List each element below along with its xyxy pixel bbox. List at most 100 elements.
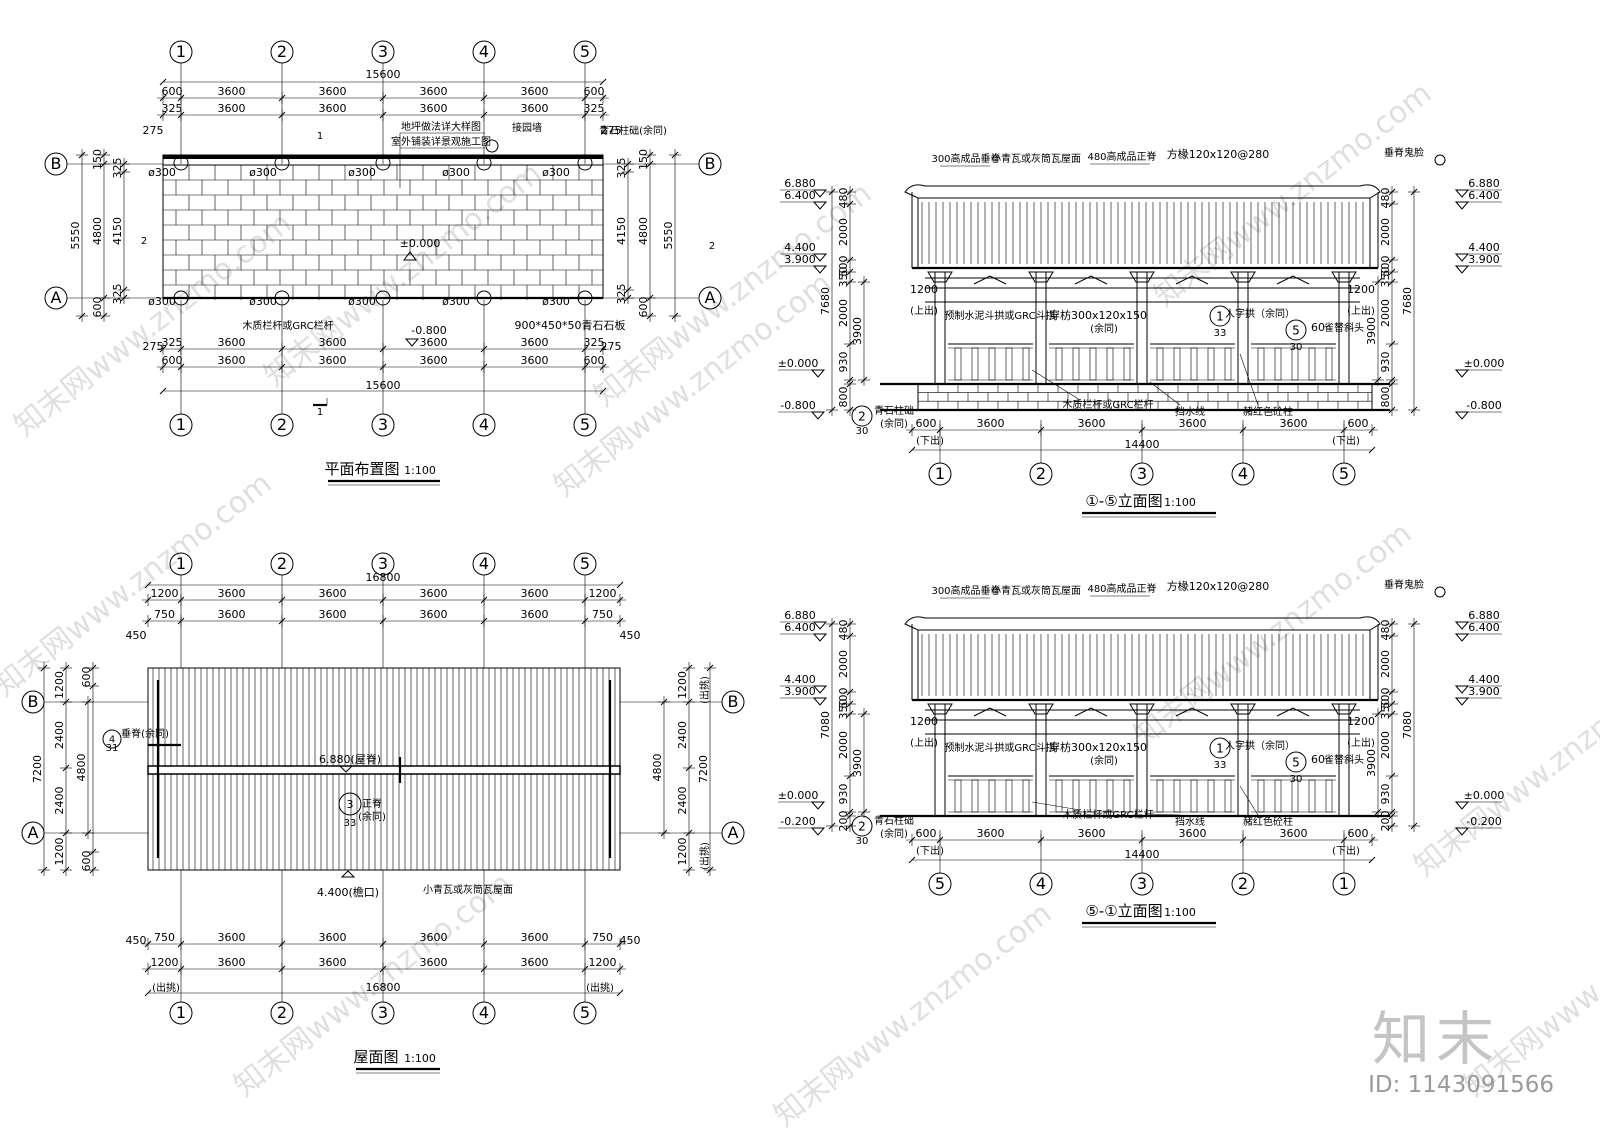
- elev1-baluster: [1257, 347, 1265, 381]
- roof-ridge-level-symbol: [338, 765, 354, 773]
- elev2-level-beam-symbol: [812, 697, 828, 706]
- plan-column-b: [173, 155, 189, 171]
- elev1-level-0: ±0.000: [778, 357, 819, 370]
- elev2-note-ghost: 垂脊鬼脸: [1384, 578, 1424, 591]
- elev2-note-stone-same: (余同): [880, 827, 908, 840]
- roof-note-tile: 小青瓦或灰筒瓦屋面: [423, 883, 513, 896]
- elev2-roof-face: [917, 629, 1371, 701]
- dim-tick: [159, 387, 167, 395]
- elev1-baluster: [1224, 347, 1232, 381]
- plan-edge-right: 275: [601, 124, 622, 137]
- elev2-column: [1136, 703, 1148, 817]
- plan-row-B-right: B: [705, 154, 716, 173]
- plan-axis-bottom-1: 1: [176, 415, 186, 434]
- plan-title: 平面布置图: [324, 460, 399, 478]
- elev2-level-eave-r-symbol: [1454, 685, 1470, 694]
- roof-row-B-left: B: [28, 692, 39, 711]
- roof-axis-top-4: 4: [479, 554, 489, 573]
- roof-bays2-bottom-label: 750: [154, 931, 175, 944]
- elev2-vdim-left-label: 930: [837, 784, 850, 805]
- elev2-callout-2-circle: [851, 815, 873, 837]
- roof-bays2-top-label: 3600: [420, 608, 448, 621]
- elev1-callout-2: 2: [858, 409, 866, 423]
- plan-column-a: [577, 290, 593, 306]
- elev1-vdim-right2-label: 7680: [1401, 287, 1414, 315]
- plan-axis-top-2: 2: [277, 42, 287, 61]
- elev2-baluster: [1325, 779, 1333, 813]
- plan-vdim-left-label: 150: [91, 149, 104, 170]
- plan-scale: 1:100: [404, 464, 436, 477]
- plan-bays-top-label: 600: [584, 85, 605, 98]
- elev1-column: [1237, 271, 1249, 385]
- elev1-note-bracket: 预制水泥斗拱或GRC斗拱: [944, 309, 1055, 322]
- roof-row-B-right: B: [728, 692, 739, 711]
- plan-col-dia-bottom: ø300: [442, 295, 470, 308]
- roof-vdim-left2-label: 7200: [31, 755, 44, 783]
- elev1-baluster: [1156, 347, 1164, 381]
- roof-vdim-left-label: 1200: [53, 671, 66, 699]
- elev2-vdim-right2-label: 7080: [1401, 711, 1414, 739]
- plan-total-bottom: 15600: [366, 379, 401, 392]
- elev1-note-column: 赭红色砼柱: [1243, 405, 1293, 418]
- elev2-callout-2-30: 30: [856, 836, 869, 847]
- dim-tick: [159, 78, 167, 86]
- elev1-level-low-symbol: [810, 411, 826, 420]
- plan-section-mark-left: 2: [141, 236, 147, 247]
- roof-axis-bottom-4: 4: [479, 1003, 489, 1022]
- plan-section-mark-top: 1: [317, 131, 323, 142]
- elev1-herringbone: [1074, 275, 1108, 285]
- elev2-callout-5: 5: [1292, 755, 1300, 769]
- elev1-leader: [1149, 381, 1181, 406]
- plan-section-mark-right: 2: [709, 241, 715, 252]
- roof-bays2-bottom-label: 3600: [319, 931, 347, 944]
- elev1-level-eave-symbol: [812, 253, 828, 262]
- elev2-baluster: [1055, 779, 1063, 813]
- elev1-bracket: [927, 271, 953, 283]
- elev1-bays-label: 3600: [1280, 417, 1308, 430]
- elev1-axis-5: 5: [1339, 464, 1349, 483]
- roof-bays-top-label: 3600: [218, 587, 246, 600]
- plan-bays2-top-label: 325: [162, 102, 183, 115]
- roof-vdim-left4-label: 600: [80, 851, 93, 872]
- elev2-note-railing: 木质栏杆或GRC栏杆: [1062, 808, 1153, 821]
- elev1-note-rafter: 方椽120x120@280: [1167, 147, 1270, 161]
- elev2-level-0: ±0.000: [778, 789, 819, 802]
- plan-axis-top-5: 5: [580, 42, 590, 61]
- elev1-baluster: [988, 347, 996, 381]
- elev2-level-eave-r: 4.400: [1468, 673, 1500, 686]
- elev2-callout-1-circle: [1209, 737, 1231, 759]
- elev1-under-left: (下出): [916, 434, 944, 447]
- roof-edge-bl: 450: [126, 934, 147, 947]
- elev2-baluster: [1224, 779, 1232, 813]
- roof-vdim-right3-label: 4800: [651, 754, 664, 782]
- roof-vdim-right-label: 2400: [676, 721, 689, 749]
- roof-callout-3: 3: [347, 798, 354, 811]
- elev1-note-stone-same: (余同): [880, 417, 908, 430]
- dim-tick: [144, 989, 152, 997]
- roof-vdim-left-label: 2400: [53, 721, 66, 749]
- roof-row-A-right: A: [728, 823, 739, 842]
- elev2-axis-1: 1: [1339, 874, 1349, 893]
- elev2-column: [1035, 703, 1047, 817]
- elev2-under-left: (下出): [916, 844, 944, 857]
- elev2-level-beam: 3.900: [784, 685, 816, 698]
- elev1-bays-label: 3600: [1078, 417, 1106, 430]
- elev2-vdim-right-label: 2000: [1379, 731, 1392, 759]
- plan-col-dia-bottom: ø300: [148, 295, 176, 308]
- elev2-level-0-r: ±0.000: [1464, 789, 1505, 802]
- plan-note-stone-slab: 900*450*50青石石板: [515, 318, 626, 332]
- elev1-vdim-right-label: 800: [1379, 387, 1392, 408]
- plan-bays-bottom-label: 3600: [521, 354, 549, 367]
- roof-bays-bottom-label: 3600: [218, 956, 246, 969]
- plan-col-dia-top: ø300: [348, 166, 376, 179]
- elev2-level-ridge: 6.880: [784, 609, 816, 622]
- plan-column-a: [375, 290, 391, 306]
- plan-vdim-left3-label: 325: [111, 284, 124, 305]
- elev1-vdim-right-label: 2000: [1379, 299, 1392, 327]
- elev1-note-60: 60: [1311, 321, 1325, 334]
- plan-axis-top-4: 4: [479, 42, 489, 61]
- elev2-baluster: [1308, 779, 1316, 813]
- elev1-upper-left: (上出): [910, 304, 938, 317]
- roof-bays2-top-label: 750: [154, 608, 175, 621]
- roof-bays-top-label: 1200: [151, 587, 179, 600]
